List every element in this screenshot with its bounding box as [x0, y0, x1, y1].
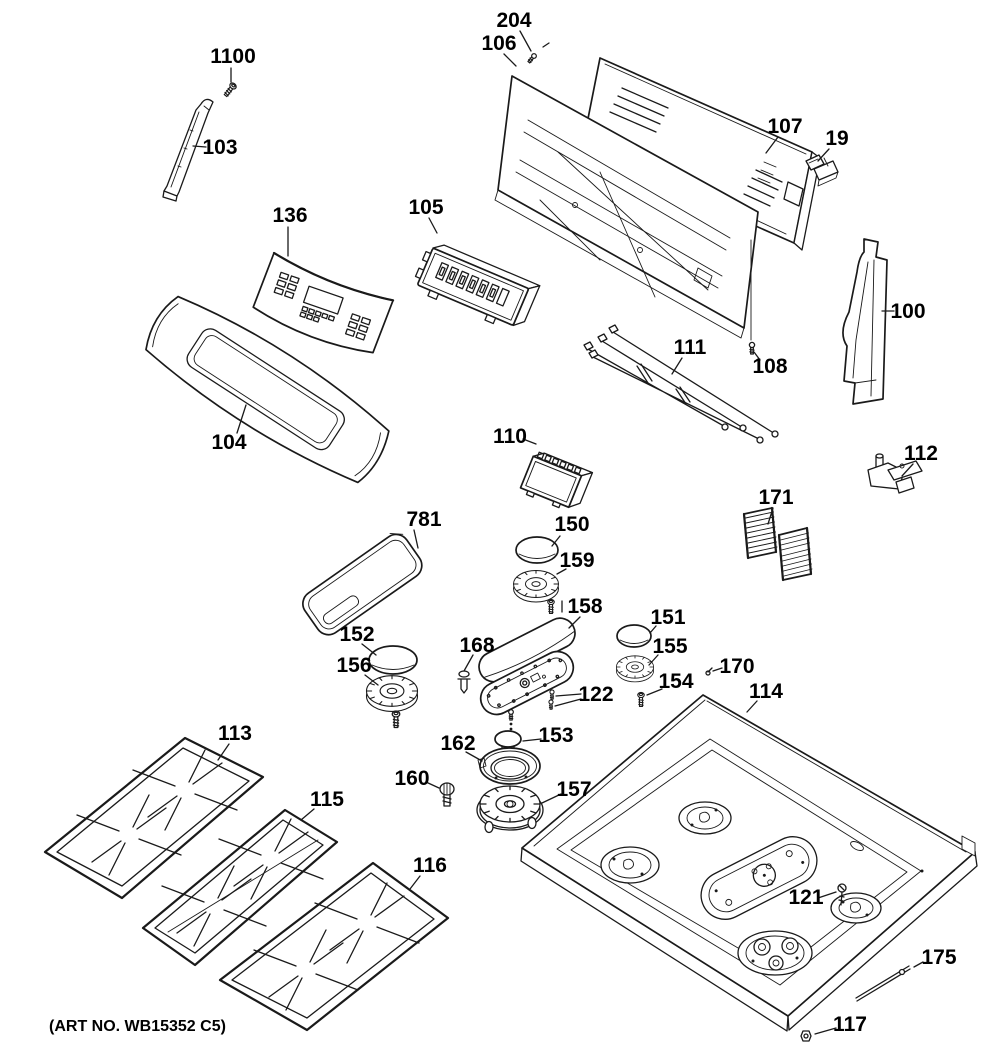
part-155-burner-head [615, 655, 655, 683]
part-136-control-overlay [252, 251, 395, 354]
part-label-157: 157 [556, 778, 591, 801]
part-label-117: 117 [833, 1013, 867, 1036]
part-label-110: 110 [493, 425, 527, 448]
part-104-control-panel [145, 295, 390, 484]
part-175-rod [855, 965, 911, 1002]
part-label-158: 158 [567, 595, 602, 618]
part-label-100: 100 [890, 300, 925, 323]
part-157-burner-assembly [476, 785, 544, 834]
part-168-screw [457, 670, 471, 694]
part-105-control-board [414, 244, 541, 327]
part-label-111: 111 [674, 336, 707, 359]
part-112-gas-valve [867, 453, 923, 494]
part-label-781: 781 [406, 508, 441, 531]
part-number-labels: 1100 103 136 104 105 204 106 107 19 100 … [202, 9, 956, 1036]
part-label-156: 156 [336, 654, 371, 677]
part-122-screws [548, 689, 555, 710]
part-label-171: 171 [758, 486, 793, 509]
part-label-108: 108 [752, 355, 787, 378]
part-label-154: 154 [658, 670, 693, 693]
part-115-burner-grate [141, 808, 339, 967]
part-label-106: 106 [481, 32, 516, 55]
part-171-vent-grilles [742, 506, 813, 582]
screw-under-159 [547, 598, 555, 615]
part-154-screw [637, 691, 645, 708]
part-159-burner-head [513, 570, 559, 603]
part-label-160: 160 [394, 767, 429, 790]
part-label-175: 175 [921, 946, 956, 969]
part-121-screw [837, 883, 847, 906]
part-106-backsplash-front-panel [494, 75, 759, 341]
part-label-155: 155 [652, 635, 687, 658]
part-170-screw [705, 667, 713, 676]
part-1100-screw [222, 81, 238, 99]
part-103-support-bracket [162, 98, 214, 202]
part-label-103: 103 [202, 136, 237, 159]
part-111-wire-harness [583, 324, 779, 444]
part-label-121: 121 [788, 886, 823, 909]
part-label-107: 107 [767, 115, 802, 138]
part-114-main-cooktop [520, 694, 978, 1032]
part-151-burner-cap [616, 624, 652, 648]
part-110-spark-module [519, 451, 594, 509]
part-158-oval-burner-cover [478, 617, 576, 716]
part-label-1100: 1100 [210, 45, 256, 68]
screw-above-162 [508, 709, 514, 731]
part-116-burner-grate [218, 861, 450, 1032]
part-label-112: 112 [904, 442, 938, 465]
part-label-136: 136 [272, 204, 307, 227]
part-117-nut [800, 1030, 812, 1042]
screw-under-156 [391, 710, 401, 729]
part-150-burner-cap [515, 536, 559, 564]
part-label-105: 105 [408, 196, 443, 219]
part-152-burner-cap [368, 645, 418, 675]
art-number: (ART NO. WB15352 C5) [49, 1018, 226, 1035]
part-label-113: 113 [218, 722, 252, 745]
part-label-153: 153 [538, 724, 573, 747]
part-113-burner-grate [43, 736, 265, 900]
part-label-151: 151 [650, 606, 685, 629]
part-label-115: 115 [310, 788, 344, 811]
part-204-screw [526, 42, 550, 65]
part-label-162: 162 [440, 732, 475, 755]
part-160-screw [439, 782, 455, 807]
part-156-burner-head [365, 675, 419, 712]
part-label-170: 170 [719, 655, 754, 678]
part-label-159: 159 [559, 549, 594, 572]
part-label-168: 168 [459, 634, 494, 657]
part-label-152: 152 [339, 623, 374, 646]
part-100-side-trim-panel [842, 238, 888, 405]
part-153-burner-cap [494, 730, 522, 756]
leader-lines [192, 30, 924, 1035]
part-label-204: 204 [496, 9, 531, 32]
part-label-114: 114 [749, 680, 783, 703]
part-781-griddle [302, 533, 423, 636]
part-label-116: 116 [413, 854, 447, 877]
part-label-122: 122 [578, 683, 613, 706]
part-162-burner-ring [477, 747, 541, 785]
part-label-104: 104 [211, 431, 246, 454]
part-label-150: 150 [554, 513, 589, 536]
part-label-19: 19 [825, 127, 848, 150]
